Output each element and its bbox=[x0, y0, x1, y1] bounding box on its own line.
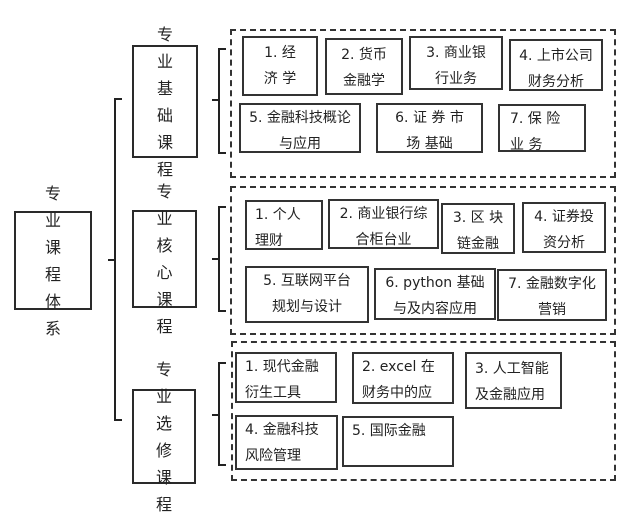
course-item: 2. 商业银行综合柜台业 bbox=[328, 199, 439, 249]
group-label-elective: 专业选修课程 bbox=[132, 360, 196, 514]
course-item: 2. 货币金融学 bbox=[325, 38, 403, 95]
g3-connector bbox=[212, 414, 220, 416]
g2-bracket-bottom bbox=[218, 310, 226, 312]
course-item: 7. 保 险 业 务 bbox=[498, 104, 586, 152]
g1-connector bbox=[212, 99, 220, 101]
course-item: 5. 国际金融 bbox=[342, 416, 454, 467]
group-label-foundation: 专业基础课程 bbox=[132, 25, 198, 179]
group-label-core: 专业核心课程 bbox=[132, 182, 197, 336]
g1-bracket-bottom bbox=[218, 152, 226, 154]
g2-connector bbox=[212, 258, 220, 260]
course-item: 1. 现代金融衍生工具 bbox=[235, 352, 337, 403]
g3-bracket-top bbox=[218, 362, 226, 364]
course-item: 6. 证 券 市 场 基础 bbox=[376, 103, 483, 153]
trunk-line bbox=[114, 98, 116, 421]
group-elective-courses bbox=[231, 341, 616, 481]
branch-1 bbox=[114, 98, 122, 100]
course-item: 2. excel 在财务中的应用 bbox=[352, 352, 454, 404]
course-item: 5. 金融科技概论与应用 bbox=[239, 103, 361, 153]
g3-bracket bbox=[218, 362, 220, 466]
course-item: 4. 证券投资分析 bbox=[522, 202, 606, 253]
course-item: 6. python 基础与及内容应用 bbox=[374, 268, 496, 320]
g1-bracket-top bbox=[218, 48, 226, 50]
g2-bracket bbox=[218, 206, 220, 312]
root-label: 专业课程体系 bbox=[44, 183, 71, 338]
g1-bracket bbox=[218, 48, 220, 154]
g3-bracket-bottom bbox=[218, 464, 226, 466]
course-item: 1. 经 济 学 基 础 bbox=[242, 36, 318, 96]
course-item: 5. 互联网平台规划与设计 bbox=[245, 266, 369, 323]
course-item: 3. 商业银行业务 bbox=[409, 36, 503, 90]
g2-bracket-top bbox=[218, 206, 226, 208]
branch-3 bbox=[114, 419, 122, 421]
course-item: 7. 金融数字化营销 bbox=[497, 269, 607, 321]
course-item: 4. 上市公司财务分析 bbox=[509, 39, 603, 91]
course-item: 3. 区 块 链金融 bbox=[441, 203, 515, 254]
course-item: 1. 个人理财 bbox=[245, 200, 323, 250]
group-core-courses bbox=[230, 186, 616, 335]
group-foundation-courses bbox=[230, 29, 616, 178]
course-item: 3. 人工智能及金融应用 bbox=[465, 352, 562, 409]
course-item: 4. 金融科技风险管理 bbox=[235, 415, 338, 470]
root-node: 专业课程体系 bbox=[14, 184, 92, 338]
root-connector bbox=[108, 259, 116, 261]
